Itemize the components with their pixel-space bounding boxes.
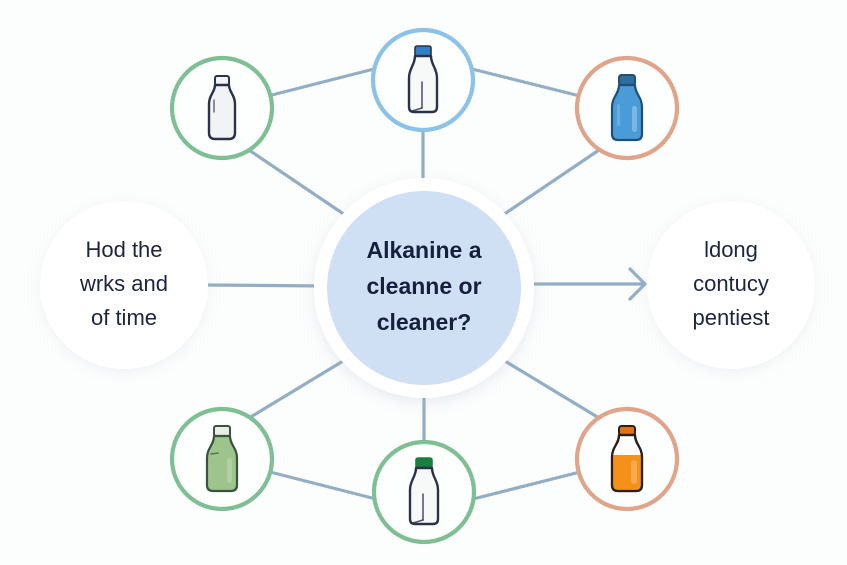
bottle-icon xyxy=(205,425,239,493)
bottle-node-bottom-right[interactable] xyxy=(574,406,680,512)
ring-node-outline xyxy=(371,439,477,545)
bottle-node-bottom-center[interactable] xyxy=(371,439,477,545)
connector-left-to-center xyxy=(207,283,328,288)
bottle-icon xyxy=(408,457,440,526)
bottle-node-bottom-left[interactable] xyxy=(169,406,275,512)
ring-node-outline xyxy=(169,406,275,512)
bottle-node-top-center[interactable] xyxy=(370,27,476,133)
bottle-node-top-right[interactable] xyxy=(574,55,680,161)
bottle-icon xyxy=(407,45,439,114)
connector-bottomcenter-to-bottomright xyxy=(472,470,581,501)
arrowhead-right xyxy=(628,267,647,301)
ring-node-outline xyxy=(169,55,275,161)
bottle-icon xyxy=(610,425,644,493)
ring-node-outline xyxy=(370,27,476,133)
connector-topcenter-to-topright xyxy=(471,67,581,98)
ring-node-outline xyxy=(574,55,680,161)
connector-topleft-to-topcenter xyxy=(267,67,375,98)
bottle-node-top-left[interactable] xyxy=(169,55,275,161)
bottle-icon xyxy=(207,75,237,141)
connector-bottomleft-to-bottomcenter xyxy=(269,470,377,501)
bottle-icon xyxy=(610,74,644,142)
ring-node-outline xyxy=(574,406,680,512)
